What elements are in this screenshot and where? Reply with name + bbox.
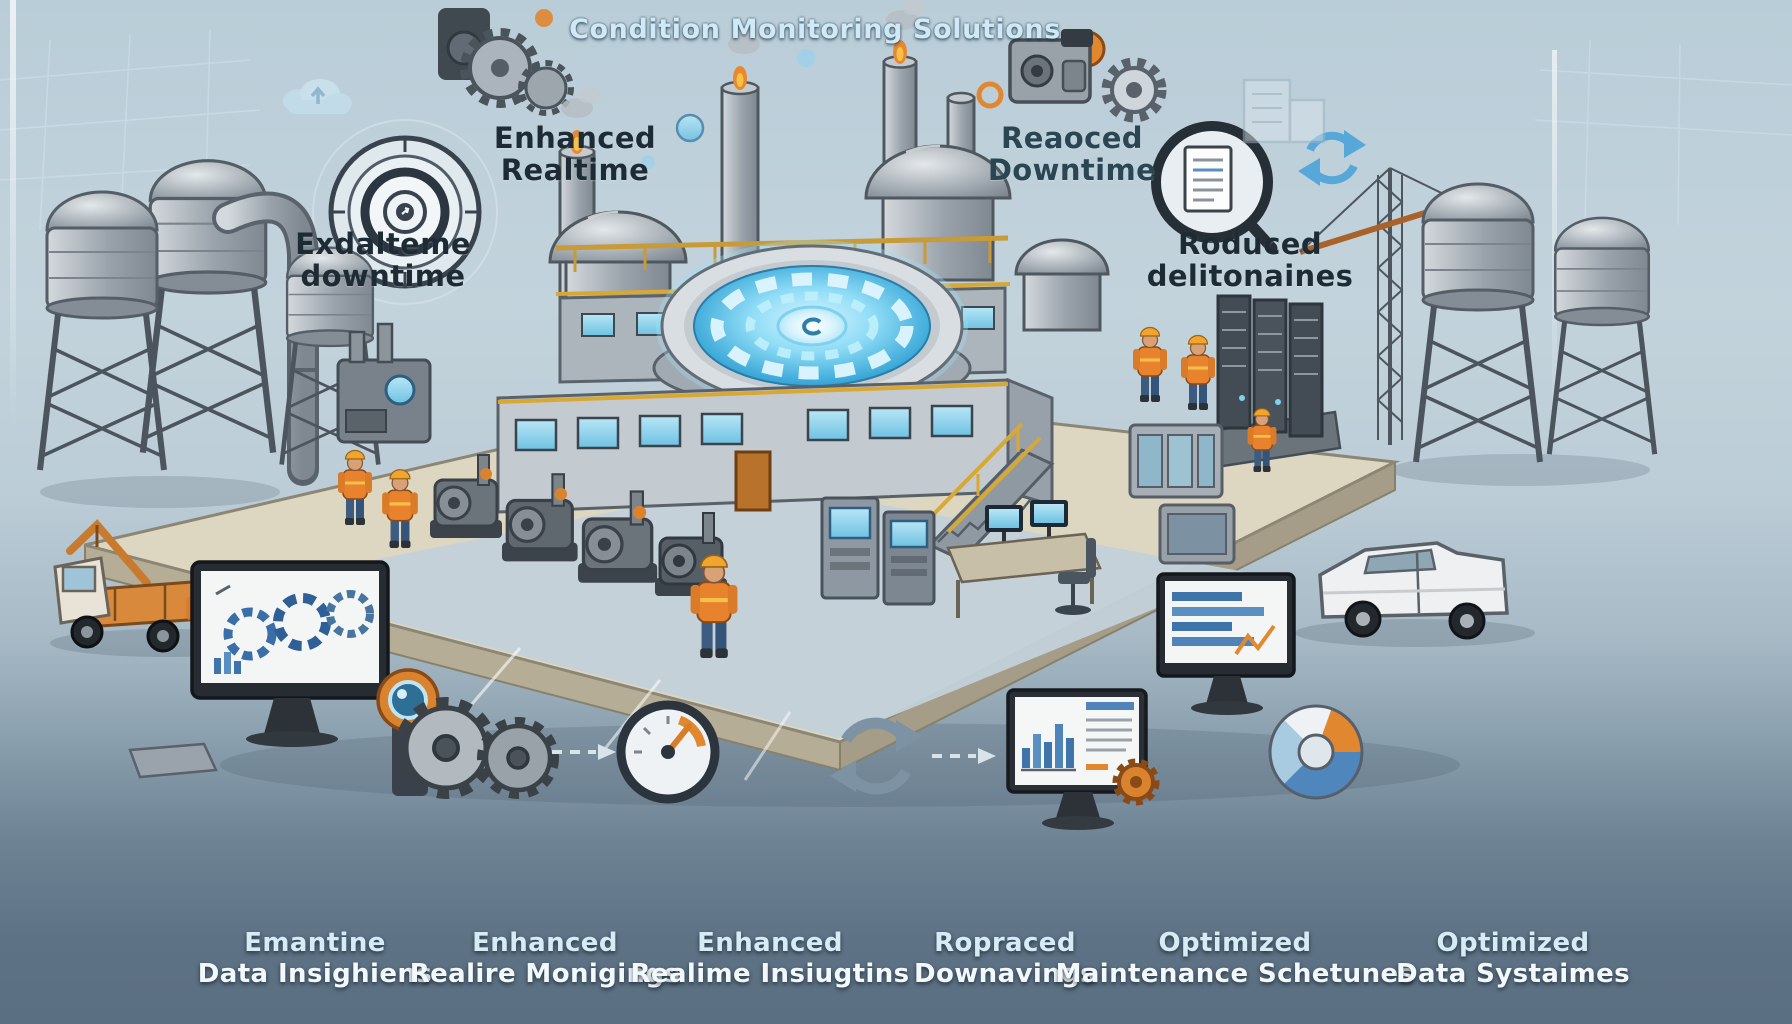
machine-unit [578, 490, 658, 583]
monitor-dashboard-icon [128, 560, 390, 779]
label-realtime-insights: Enhanced Realime Insiugtins [630, 928, 909, 990]
generator-unit [1128, 423, 1224, 499]
label-line2: Downavings [914, 959, 1096, 989]
generator-unit [1158, 503, 1236, 565]
data-dot-icon [641, 155, 655, 169]
label-line2: Realire Monigings [409, 959, 681, 989]
blueprint-grid-right [1534, 39, 1792, 226]
label-line2: delitonaines [1146, 259, 1354, 293]
gear-icon [1101, 57, 1167, 123]
label-line1: Optimized [1158, 928, 1312, 958]
light-streak-left [10, 0, 16, 430]
label-line1: Reaoced [1001, 121, 1143, 155]
shadow [1390, 454, 1650, 486]
dome-vessel [1014, 238, 1110, 332]
gears-sketch-icon [438, 8, 574, 116]
label-line1: Enhanced [493, 121, 657, 155]
control-cabinet [820, 496, 880, 600]
water-tower [1416, 184, 1540, 462]
page-title: Condition Monitoring Solutions [569, 14, 1061, 45]
label-roduced-delitonaines: Roduced delitonaines [1147, 228, 1354, 292]
sync-arrows-icon [1298, 130, 1366, 186]
office-chair [1055, 538, 1096, 615]
shadow [40, 476, 280, 508]
data-dot-icon [675, 113, 705, 143]
monitor-chart-icon [1006, 688, 1160, 830]
pickup-truck [1295, 541, 1535, 647]
label-line1: Exdalteme [295, 227, 471, 261]
label-line1: Ropraced [934, 928, 1076, 958]
machine-unit [430, 454, 502, 538]
label-line1: Emantine [244, 928, 386, 958]
label-line1: Roduced [1177, 227, 1323, 261]
worker [1131, 326, 1169, 404]
label-line2: Downtime [987, 153, 1157, 187]
gauge-icon [616, 700, 720, 804]
gears-icon [395, 697, 559, 799]
blueprint-grid-left [0, 29, 261, 236]
label-reduced-downtime: Ropraced Downavings [914, 928, 1096, 990]
monitor-trend-icon [1156, 572, 1296, 715]
label-line2: Maintenance Schetunes [1055, 959, 1415, 989]
label-line1: Optimized [1436, 928, 1590, 958]
water-tower [1549, 218, 1654, 454]
building-sketch-icon [1242, 78, 1326, 144]
label-line2: Realtime [500, 153, 650, 187]
smokestack [720, 23, 768, 265]
target-gauge-icon [312, 119, 498, 305]
label-data-insights: Emantine Data Insighiens [198, 928, 432, 990]
worker [1179, 334, 1217, 412]
label-realtime-monitoring: Enhanced Realire Monigings [410, 928, 681, 990]
main-building [496, 377, 1054, 514]
label-data-systems: Optimized Data Systaimes [1396, 928, 1630, 990]
orange-ring-icon [976, 81, 1004, 109]
label-line1: Enhanced [472, 928, 618, 958]
refresh-arrows-icon [830, 717, 922, 795]
label-maintenance-schedules: Optimized Maintenance Schetunes [1056, 928, 1415, 990]
label-enhanced-realtime: Enhanced Realtime [494, 122, 656, 186]
connector-arrow [932, 748, 996, 764]
control-cabinet [882, 510, 936, 606]
document-magnifier-icon [1151, 121, 1278, 254]
label-line2: downtime [300, 259, 466, 293]
label-line2: Realime Insiugtins [630, 959, 910, 989]
machine-unit [502, 473, 578, 562]
label-reaoced-downtime: Reaoced Downtime [988, 122, 1156, 186]
machine-sketch-icon [1008, 29, 1106, 104]
label-line2: Data Systaimes [1396, 959, 1630, 989]
donut-chart-icon [1268, 704, 1364, 800]
factory-door [734, 450, 772, 512]
label-exdalteme-downtime: Exdalteme downtime [295, 228, 471, 292]
connector-arrow [552, 744, 616, 760]
label-line1: Enhanced [697, 928, 843, 958]
process-skid [336, 322, 432, 444]
control-desk [946, 500, 1102, 618]
cloud-icon [283, 79, 352, 114]
keyboard [128, 742, 218, 779]
data-dot-icon [797, 49, 815, 67]
label-line2: Data Insighiens [197, 959, 433, 989]
